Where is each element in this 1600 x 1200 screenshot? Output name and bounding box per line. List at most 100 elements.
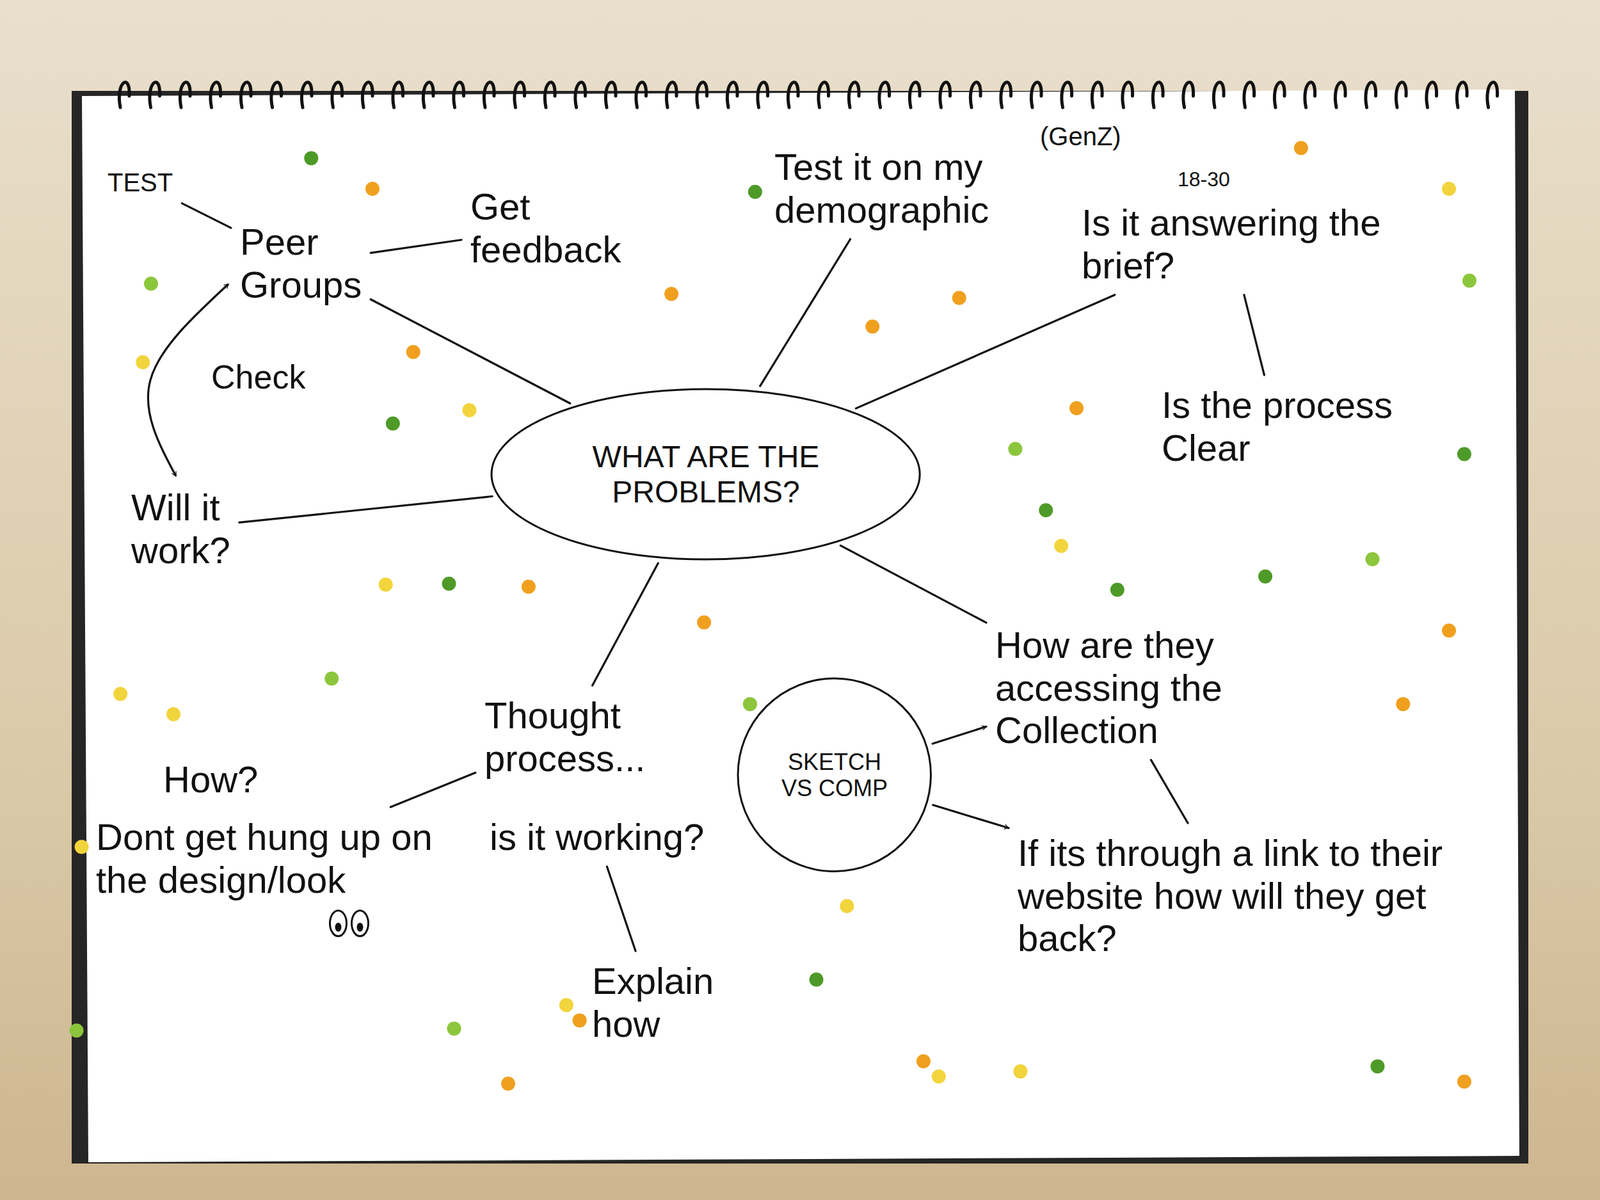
marker-dot (1441, 623, 1456, 638)
spiral-loop (1091, 81, 1103, 108)
note-text: Peer Groups (240, 220, 432, 306)
spiral-loop (1152, 81, 1163, 108)
note-text: Is it answering the brief? (1081, 201, 1415, 287)
note-text: How are they accessing the Collection (995, 624, 1380, 752)
leader-line (390, 772, 476, 808)
node-text-wrap: WHAT ARE THE PROBLEMS? (565, 439, 847, 510)
marker-dot (1110, 583, 1125, 598)
marker-dot (1457, 447, 1472, 462)
spiral-loop (1183, 81, 1194, 108)
leader-line (592, 563, 659, 686)
leader-line (370, 299, 571, 404)
note-text: How? (163, 758, 292, 802)
marker-dot (1054, 538, 1069, 553)
eye-pupil (356, 922, 363, 932)
eye-outline (351, 910, 368, 937)
spiral-loop (818, 81, 829, 108)
spiral-loop (787, 81, 799, 108)
spiral-loop (179, 81, 191, 108)
spiral-loop (1365, 81, 1376, 108)
marker-dot (559, 997, 574, 1012)
marker-dot (521, 579, 536, 594)
dot-pattern (69, 140, 1477, 1091)
spiral-loop (544, 81, 555, 108)
marker-dot (378, 577, 393, 592)
marker-dot (304, 151, 319, 166)
leader-line (855, 295, 1115, 409)
spiral-loop (423, 81, 434, 108)
node-text-wrap: SKETCH VS COMP (776, 748, 893, 802)
note-text: Test it on my demographic (774, 145, 1108, 232)
marker-dot (1462, 273, 1477, 288)
spiral-loop (271, 81, 282, 108)
note-text: Thought process... (484, 694, 715, 780)
note-text: (GenZ) (1040, 121, 1168, 152)
spiral-loop (119, 81, 130, 108)
marker-dot (748, 184, 763, 200)
marker-dot (1013, 1064, 1028, 1079)
marker-dot (113, 686, 128, 701)
spiral-loop (301, 81, 312, 108)
marker-dot (1069, 401, 1084, 416)
marker-dot (74, 839, 89, 854)
spiral-loop (879, 81, 890, 108)
note-text: Dont get hung up on the design/look (96, 816, 468, 902)
spiral-loop (909, 81, 920, 108)
spiral-loop (1213, 81, 1224, 108)
spiral-loop (1395, 81, 1407, 108)
marker-dot (1457, 1074, 1472, 1089)
paper-sheet (81, 89, 1520, 1163)
note-text: is it working? (489, 816, 733, 859)
note-text: 18-30 (1177, 167, 1274, 192)
note-text: Check (211, 358, 352, 397)
eye-pupil (334, 922, 342, 932)
spiral-loop (696, 81, 708, 108)
marker-dot (365, 181, 380, 196)
spiral-loop (210, 81, 221, 108)
marker-dot (1370, 1059, 1385, 1074)
marker-dot (406, 344, 421, 360)
spiral-loop (332, 81, 343, 108)
spiral-loop (575, 81, 586, 108)
leader-line (239, 496, 493, 523)
spiral-loop (1456, 81, 1467, 108)
marker-dot (135, 355, 150, 370)
marker-dot (1441, 181, 1456, 196)
marker-dot (166, 707, 181, 722)
spiral-loop (240, 81, 251, 108)
spiral-loop (362, 81, 373, 108)
leader-line (370, 240, 462, 253)
marker-dot (931, 1069, 946, 1084)
shape-outline (490, 387, 921, 561)
spiral-loop (453, 81, 464, 108)
marker-dot (1008, 442, 1023, 457)
spiral-loop (1487, 81, 1498, 108)
marker-dot (916, 1054, 931, 1069)
note-text: TEST (107, 167, 236, 198)
spiral-loop (1061, 81, 1072, 108)
spiral-loop (149, 81, 160, 108)
marker-dot (952, 291, 967, 306)
marker-dot (572, 1013, 587, 1028)
marker-dot (1395, 696, 1410, 712)
leader-line (181, 203, 232, 228)
spiral-loop (1244, 81, 1255, 108)
spiral-loop (1031, 81, 1042, 108)
spiral-loop (483, 81, 495, 108)
marker-dot (69, 1023, 84, 1038)
leader-line (932, 726, 987, 744)
marker-dot (1365, 552, 1380, 567)
spiral-loop (1304, 81, 1316, 108)
problem-ellipse: WHAT ARE THE PROBLEMS? (490, 387, 921, 561)
marker-dot (447, 1021, 462, 1036)
note-text: Get feedback (470, 185, 637, 271)
marker-dot (696, 615, 712, 630)
marker-dot (1258, 569, 1273, 584)
note-text: Will it work? (131, 486, 311, 572)
spiral-loop (1335, 81, 1346, 108)
marker-dot (501, 1076, 516, 1091)
marker-dot (385, 416, 400, 431)
marker-dot (1038, 503, 1053, 518)
spiral-loop (636, 81, 647, 108)
marker-dot (442, 576, 457, 591)
